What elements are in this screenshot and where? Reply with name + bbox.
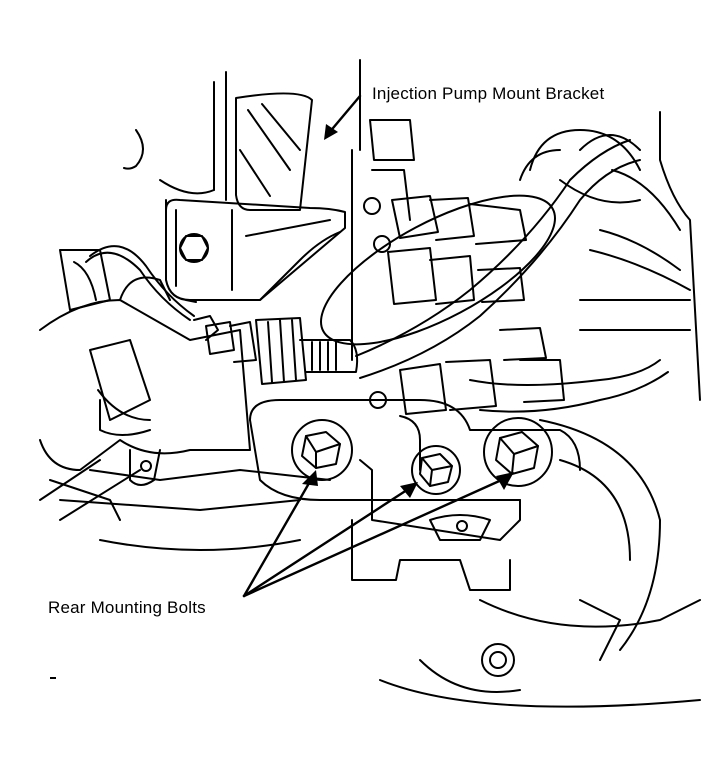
bracket-arrowhead: [324, 124, 338, 140]
rear-mounting-bolt-right: [483, 417, 553, 487]
sensor-wire: [85, 245, 219, 341]
bracket-leader-line: [326, 94, 362, 136]
bolt-arrowhead-right: [496, 472, 514, 490]
engine-block-outline: [123, 59, 701, 401]
bolt-arrowhead-center: [400, 482, 418, 498]
injection-pump-mount-bracket: [165, 198, 346, 303]
bolt-leader-line-right: [242, 476, 508, 598]
bolt-leader-line-left: [242, 476, 314, 598]
sensor-housing: [39, 249, 251, 521]
rear-mounting-bolts-label: Rear Mounting Bolts: [48, 598, 206, 617]
injector-line-nuts: [320, 119, 565, 415]
bolt-leader-line-center: [242, 486, 412, 598]
pump-lower-body: [59, 399, 581, 591]
bolt-arrowhead-left: [302, 470, 318, 486]
rear-mounting-bolt-center: [411, 445, 461, 495]
rear-mounting-bolt-left: [291, 419, 353, 481]
callout-leaders: [242, 94, 508, 598]
callout-arrowheads: [302, 124, 514, 498]
injection-pump-mount-bracket-label: Injection Pump Mount Bracket: [372, 84, 605, 103]
lower-engine-contour: [379, 419, 701, 708]
rear-mounting-bolts: [291, 417, 553, 495]
threaded-fitting: [205, 317, 359, 385]
fuel-lines: [355, 129, 691, 413]
